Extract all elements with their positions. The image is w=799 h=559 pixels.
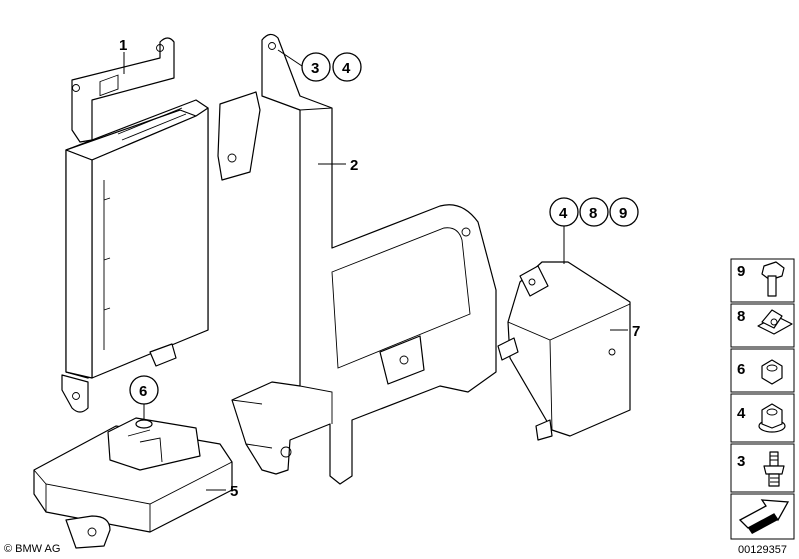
svg-text:8: 8 [737,308,745,325]
legend-item-6[interactable]: 6 [730,348,795,393]
legend-item-9[interactable]: 9 [730,258,795,303]
legend-item-8[interactable]: 8 [730,303,795,348]
legend-item-3[interactable]: 3 [730,443,795,493]
callout-4-right[interactable]: 4 [549,197,579,227]
direction-arrow-box[interactable] [730,493,795,540]
bracket-2[interactable] [217,33,497,485]
callout-9[interactable]: 9 [609,197,639,227]
svg-text:4: 4 [342,60,351,77]
svg-text:3: 3 [311,60,319,77]
copyright-text: © BMW AG [4,543,60,555]
flange-nut-icon [758,403,786,433]
svg-text:9: 9 [619,205,627,222]
svg-text:6: 6 [737,361,745,378]
part-label-2: 2 [350,157,358,174]
callout-8[interactable]: 8 [579,197,609,227]
svg-text:6: 6 [139,383,147,400]
drawing-code: 00129357 [738,544,787,556]
legend-column: 9 8 6 4 [730,258,795,540]
svg-text:8: 8 [589,205,597,222]
callout-4-top[interactable]: 4 [332,52,362,82]
part-label-5: 5 [230,483,238,500]
clip-nut-icon [757,309,793,335]
part-label-7: 7 [632,323,640,340]
antenna-module-7[interactable] [497,261,631,441]
svg-text:3: 3 [737,453,745,470]
part-label-1: 1 [119,37,127,54]
hex-nut-icon [761,359,783,385]
bolt-icon [761,261,785,297]
arrow-icon [738,499,790,534]
svg-text:4: 4 [737,405,746,422]
callout-3[interactable]: 3 [301,52,331,82]
svg-text:4: 4 [559,205,568,222]
svg-text:9: 9 [737,263,745,280]
callout-6[interactable]: 6 [129,375,159,405]
stud-bolt-icon [763,451,785,487]
control-unit-1[interactable] [61,37,209,413]
legend-item-4[interactable]: 4 [730,393,795,443]
module-5[interactable] [33,417,233,549]
